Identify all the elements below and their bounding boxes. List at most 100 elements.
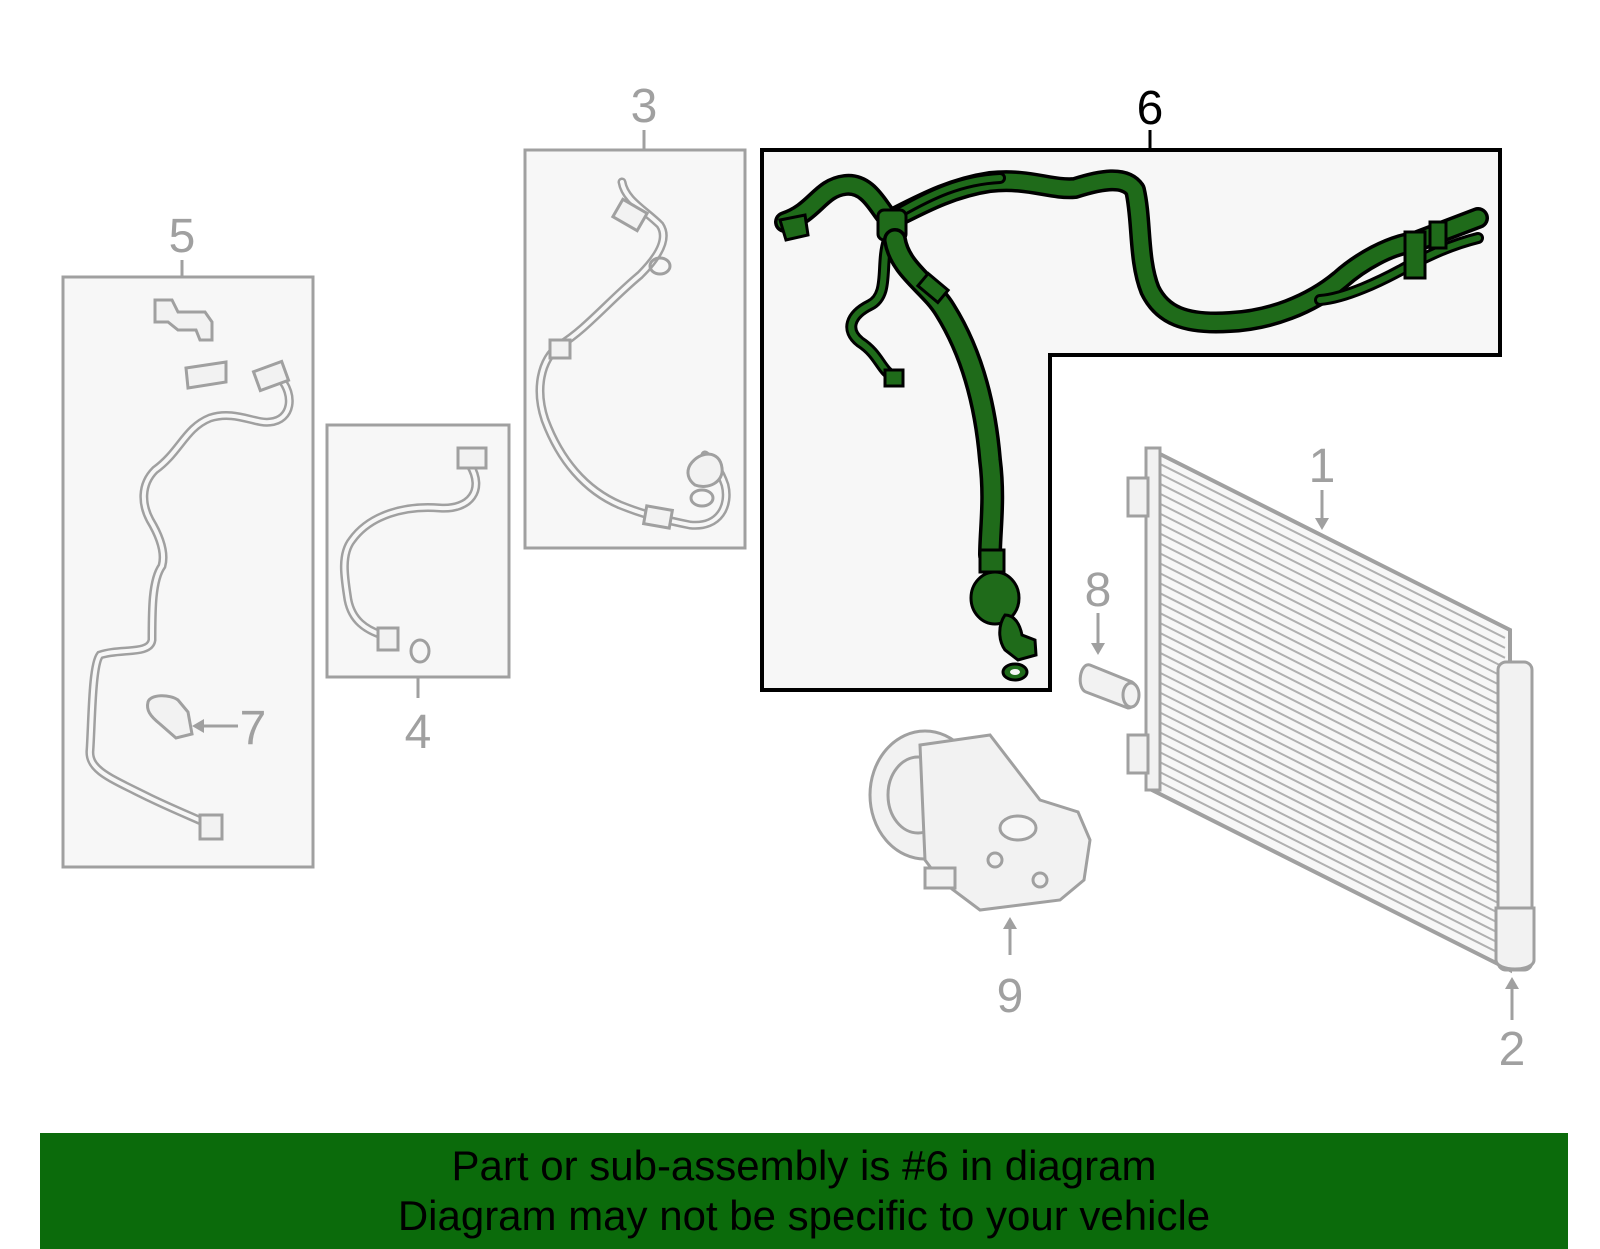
- part-8-cartridge[interactable]: [1078, 613, 1141, 710]
- part-9-compressor[interactable]: [868, 729, 1092, 955]
- part-5-fitting-top: [251, 359, 291, 393]
- part-6-left-end: [778, 213, 810, 242]
- part-3-oring-bottom: [689, 488, 715, 508]
- condenser-fin: [1159, 512, 1506, 689]
- part-2-drier[interactable]: [1494, 660, 1536, 1020]
- condenser-fin: [1159, 542, 1506, 719]
- banner-line-2: Diagram may not be specific to your vehi…: [397, 1192, 1211, 1239]
- condenser-fin: [1159, 532, 1506, 709]
- condenser-fin: [1159, 661, 1506, 838]
- part-6-hose-upper: [777, 172, 1486, 331]
- callout-2: 2: [1499, 1023, 1526, 1076]
- callout-9: 9: [997, 970, 1024, 1023]
- part-6-lower-collar: [978, 548, 1006, 574]
- part-2-base: [1494, 906, 1536, 971]
- condenser-fin: [1159, 771, 1506, 948]
- part-6-muffler: [969, 570, 1021, 626]
- condenser-fin: [1159, 651, 1506, 828]
- part-3-group[interactable]: [523, 130, 747, 550]
- condenser-fin: [1159, 761, 1506, 938]
- part-1-arrowhead: [1315, 518, 1329, 530]
- callout-7: 7: [240, 702, 267, 755]
- part-6-right-clip: [1428, 220, 1448, 250]
- part-5-group[interactable]: [61, 260, 315, 869]
- part-4-fitting-bottom: [376, 626, 400, 652]
- part-8-cap: [1121, 681, 1141, 709]
- part-7-body: [146, 694, 194, 740]
- part-5-bracket: [153, 298, 214, 342]
- part-6-pipe-parallel: [897, 175, 1003, 215]
- part-5-clip: [184, 360, 228, 390]
- part-4-group[interactable]: [325, 423, 511, 698]
- part-5-fitting-bottom: [198, 813, 224, 841]
- condenser-fin: [1159, 612, 1506, 788]
- part-6-branch: [848, 237, 898, 381]
- condenser-fin: [1159, 472, 1506, 649]
- part-9-bolt-a: [986, 851, 1004, 869]
- part-9-bolt-b: [1031, 871, 1049, 889]
- part-9-arrowhead: [1003, 917, 1017, 929]
- part-3-sleeve-lower: [641, 504, 675, 530]
- banner-line-1: Part or sub-assembly is #6 in diagram: [451, 1142, 1157, 1189]
- condenser-fin: [1159, 731, 1506, 908]
- part-1-condenser[interactable]: [1126, 446, 1512, 974]
- callout-8: 8: [1085, 564, 1112, 617]
- part-6-branch-fitting: [883, 368, 905, 388]
- part-3-fitting-top: [610, 197, 650, 233]
- part-4-fitting-top: [456, 446, 488, 470]
- condenser-fin: [1159, 691, 1506, 868]
- part-6-end-fitting: [998, 613, 1038, 662]
- condenser-fin: [1159, 572, 1506, 749]
- part-9-port: [998, 814, 1038, 842]
- condenser-fin: [1159, 711, 1506, 888]
- callout-3: 3: [631, 80, 658, 133]
- part-6-group[interactable]: [760, 130, 1502, 692]
- part-9-mount: [923, 866, 957, 890]
- part-8-arrowhead: [1091, 643, 1105, 655]
- condenser-fin: [1159, 721, 1506, 898]
- condenser-fin: [1159, 562, 1506, 739]
- condenser-fin: [1159, 701, 1506, 878]
- part-1-fins: [1159, 463, 1506, 957]
- part-2-arrowhead: [1505, 977, 1519, 989]
- part-3-sleeve: [548, 338, 572, 360]
- condenser-fin: [1159, 602, 1506, 779]
- condenser-fin: [1159, 463, 1506, 639]
- part-1-top-bracket: [1126, 476, 1150, 518]
- condenser-fin: [1159, 482, 1506, 659]
- part-4-oring: [409, 638, 431, 664]
- condenser-fin: [1159, 671, 1506, 848]
- condenser-fin: [1159, 781, 1506, 957]
- condenser-fin: [1159, 632, 1506, 808]
- condenser-fin: [1159, 582, 1506, 759]
- condenser-fin: [1159, 592, 1506, 769]
- info-banner: Part or sub-assembly is #6 in diagram Di…: [40, 1133, 1568, 1249]
- part-5-line-inner: [87, 376, 292, 827]
- callout-6: 6: [1137, 82, 1164, 135]
- part-6-oring-hole: [1010, 669, 1020, 675]
- condenser-fin: [1159, 552, 1506, 729]
- part-6-right-fitting: [1403, 230, 1427, 280]
- condenser-fin: [1159, 641, 1506, 818]
- condenser-fin: [1159, 492, 1506, 669]
- part-7-switch[interactable]: [146, 694, 239, 740]
- condenser-fin: [1159, 751, 1506, 928]
- callout-5: 5: [169, 210, 196, 263]
- part-6-hose-lower: [886, 231, 1001, 564]
- part-3-fitting-bottom: [686, 452, 724, 488]
- part-7-arrowhead: [192, 719, 204, 733]
- part-6-hose-collar: [915, 271, 951, 305]
- condenser-fin: [1159, 502, 1506, 679]
- condenser-fin: [1159, 741, 1506, 918]
- part-1-lower-bracket: [1126, 733, 1150, 775]
- condenser-fin: [1159, 622, 1506, 798]
- callout-1: 1: [1309, 440, 1336, 493]
- condenser-fin: [1159, 681, 1506, 858]
- callout-4: 4: [405, 706, 432, 759]
- condenser-fin: [1159, 522, 1506, 699]
- banner-background: [40, 1133, 1568, 1249]
- part-3-oring-top: [648, 256, 672, 276]
- part-3-line-inner: [538, 180, 729, 528]
- part-1-side-tank: [1144, 446, 1162, 792]
